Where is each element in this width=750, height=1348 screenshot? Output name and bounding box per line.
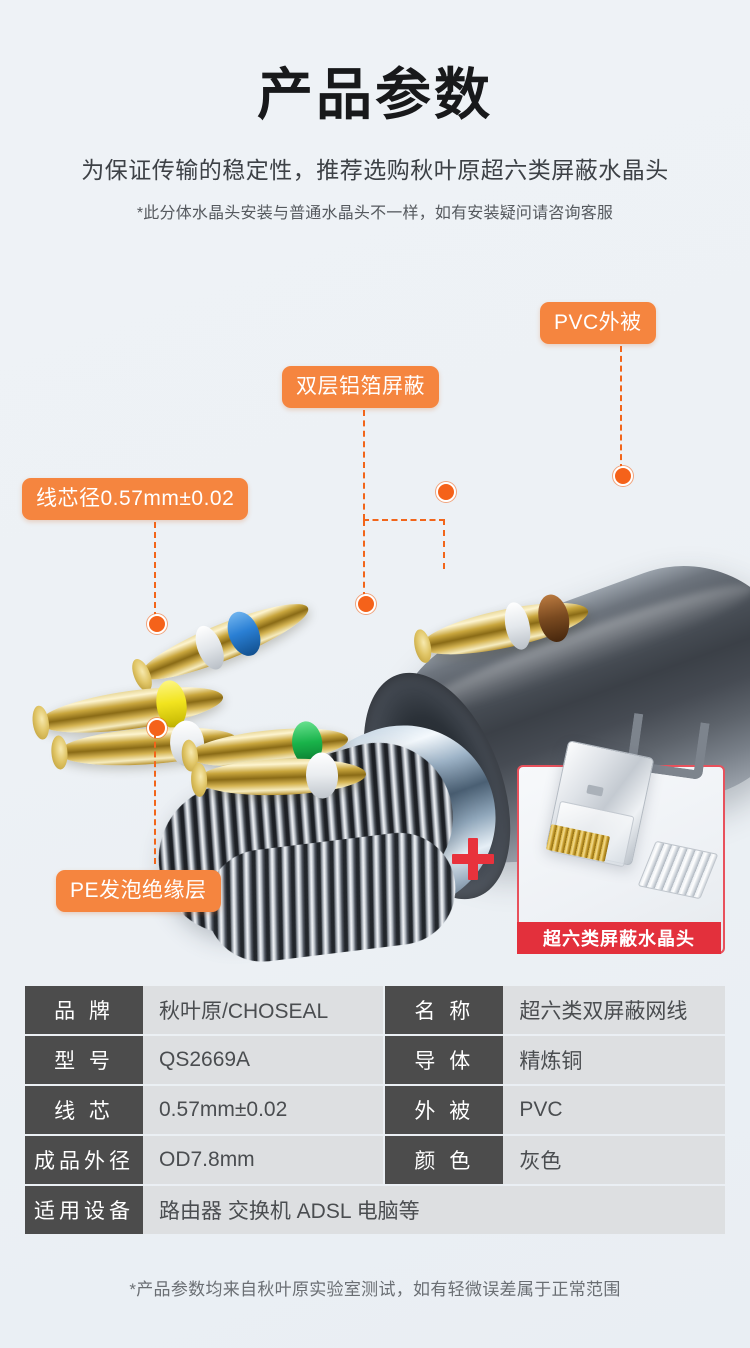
spec-key: 线 芯 bbox=[25, 1086, 143, 1134]
spec-key: 成品外径 bbox=[25, 1136, 143, 1184]
spec-key: 名 称 bbox=[385, 986, 504, 1034]
connector-caption-label: 超六类屏蔽水晶头 bbox=[543, 929, 695, 949]
footnote: *产品参数均来自秋叶原实验室测试，如有轻微误差属于正常范围 bbox=[129, 1280, 621, 1299]
callout-foil-shield-label: 双层铝箔屏蔽 bbox=[296, 375, 425, 398]
spec-key: 外 被 bbox=[385, 1086, 504, 1134]
page-note: *此分体水晶头安装与普通水晶头不一样，如有安装疑问请咨询客服 bbox=[136, 204, 614, 222]
table-row: 型 号 QS2669A 导 体 精炼铜 bbox=[25, 1036, 725, 1084]
plus-icon bbox=[452, 838, 494, 880]
spec-value: 灰色 bbox=[503, 1136, 725, 1184]
spec-value: 秋叶原/CHOSEAL bbox=[143, 986, 384, 1034]
anchor-dot-foil-shield-outer bbox=[436, 482, 456, 502]
spec-value: 超六类双屏蔽网线 bbox=[503, 986, 725, 1034]
page-header: 产品参数 为保证传输的稳定性，推荐选购秋叶原超六类屏蔽水晶头 *此分体水晶头安装… bbox=[0, 0, 750, 223]
spec-value: PVC bbox=[503, 1086, 725, 1134]
spec-key: 导 体 bbox=[385, 1036, 504, 1084]
leader-line-foil-shield-vertical bbox=[363, 410, 365, 520]
callout-pe-insulation-label: PE发泡绝缘层 bbox=[70, 879, 207, 902]
anchor-dot-pe-insulation bbox=[147, 718, 167, 738]
leader-line-pe-insulation bbox=[154, 732, 156, 864]
wire-white-2 bbox=[190, 751, 367, 800]
callout-pvc-jacket-label: PVC外被 bbox=[554, 311, 642, 334]
table-row: 成品外径 OD7.8mm 颜 色 灰色 bbox=[25, 1136, 725, 1184]
anchor-dot-pvc-jacket bbox=[613, 466, 633, 486]
spec-value: QS2669A bbox=[143, 1036, 384, 1084]
page-subtitle: 为保证传输的稳定性，推荐选购秋叶原超六类屏蔽水晶头 bbox=[81, 156, 669, 183]
leader-line-foil-shield-branch bbox=[443, 519, 445, 569]
callout-core-diameter: 线芯径0.57mm±0.02 bbox=[22, 478, 249, 520]
wire-blue bbox=[128, 591, 315, 694]
table-row: 品 牌 秋叶原/CHOSEAL 名 称 超六类双屏蔽网线 bbox=[25, 986, 725, 1034]
page-title: 产品参数 bbox=[257, 63, 493, 126]
callout-core-diameter-label: 线芯径0.57mm±0.02 bbox=[36, 487, 235, 510]
leader-line-foil-shield-horizontal bbox=[363, 519, 445, 521]
table-row: 线 芯 0.57mm±0.02 外 被 PVC bbox=[25, 1086, 725, 1134]
leader-line-foil-shield-inner bbox=[363, 520, 365, 598]
spec-table: 品 牌 秋叶原/CHOSEAL 名 称 超六类双屏蔽网线 型 号 QS2669A… bbox=[25, 986, 725, 1236]
leader-line-pvc-jacket bbox=[620, 346, 622, 470]
connector-caption-banner: 超六类屏蔽水晶头 bbox=[517, 922, 721, 954]
anchor-dot-core-diameter bbox=[147, 614, 167, 634]
spec-value: 路由器 交换机 ADSL 电脑等 bbox=[143, 1186, 725, 1234]
table-row: 适用设备 路由器 交换机 ADSL 电脑等 bbox=[25, 1186, 725, 1234]
cable-illustration: PVC外被 双层铝箔屏蔽 线芯径0.57mm±0.02 PE发泡绝缘层 bbox=[0, 270, 750, 970]
callout-foil-shield: 双层铝箔屏蔽 bbox=[282, 366, 439, 408]
spec-key: 型 号 bbox=[25, 1036, 143, 1084]
spec-key: 适用设备 bbox=[25, 1186, 143, 1234]
spec-key: 颜 色 bbox=[385, 1136, 504, 1184]
anchor-dot-foil-shield-inner bbox=[356, 594, 376, 614]
spec-value: OD7.8mm bbox=[143, 1136, 384, 1184]
spec-value: 精炼铜 bbox=[503, 1036, 725, 1084]
callout-pvc-jacket: PVC外被 bbox=[540, 302, 656, 344]
spec-value: 0.57mm±0.02 bbox=[143, 1086, 384, 1134]
spec-key: 品 牌 bbox=[25, 986, 143, 1034]
leader-line-core-diameter bbox=[154, 522, 156, 618]
callout-pe-insulation: PE发泡绝缘层 bbox=[56, 870, 221, 912]
